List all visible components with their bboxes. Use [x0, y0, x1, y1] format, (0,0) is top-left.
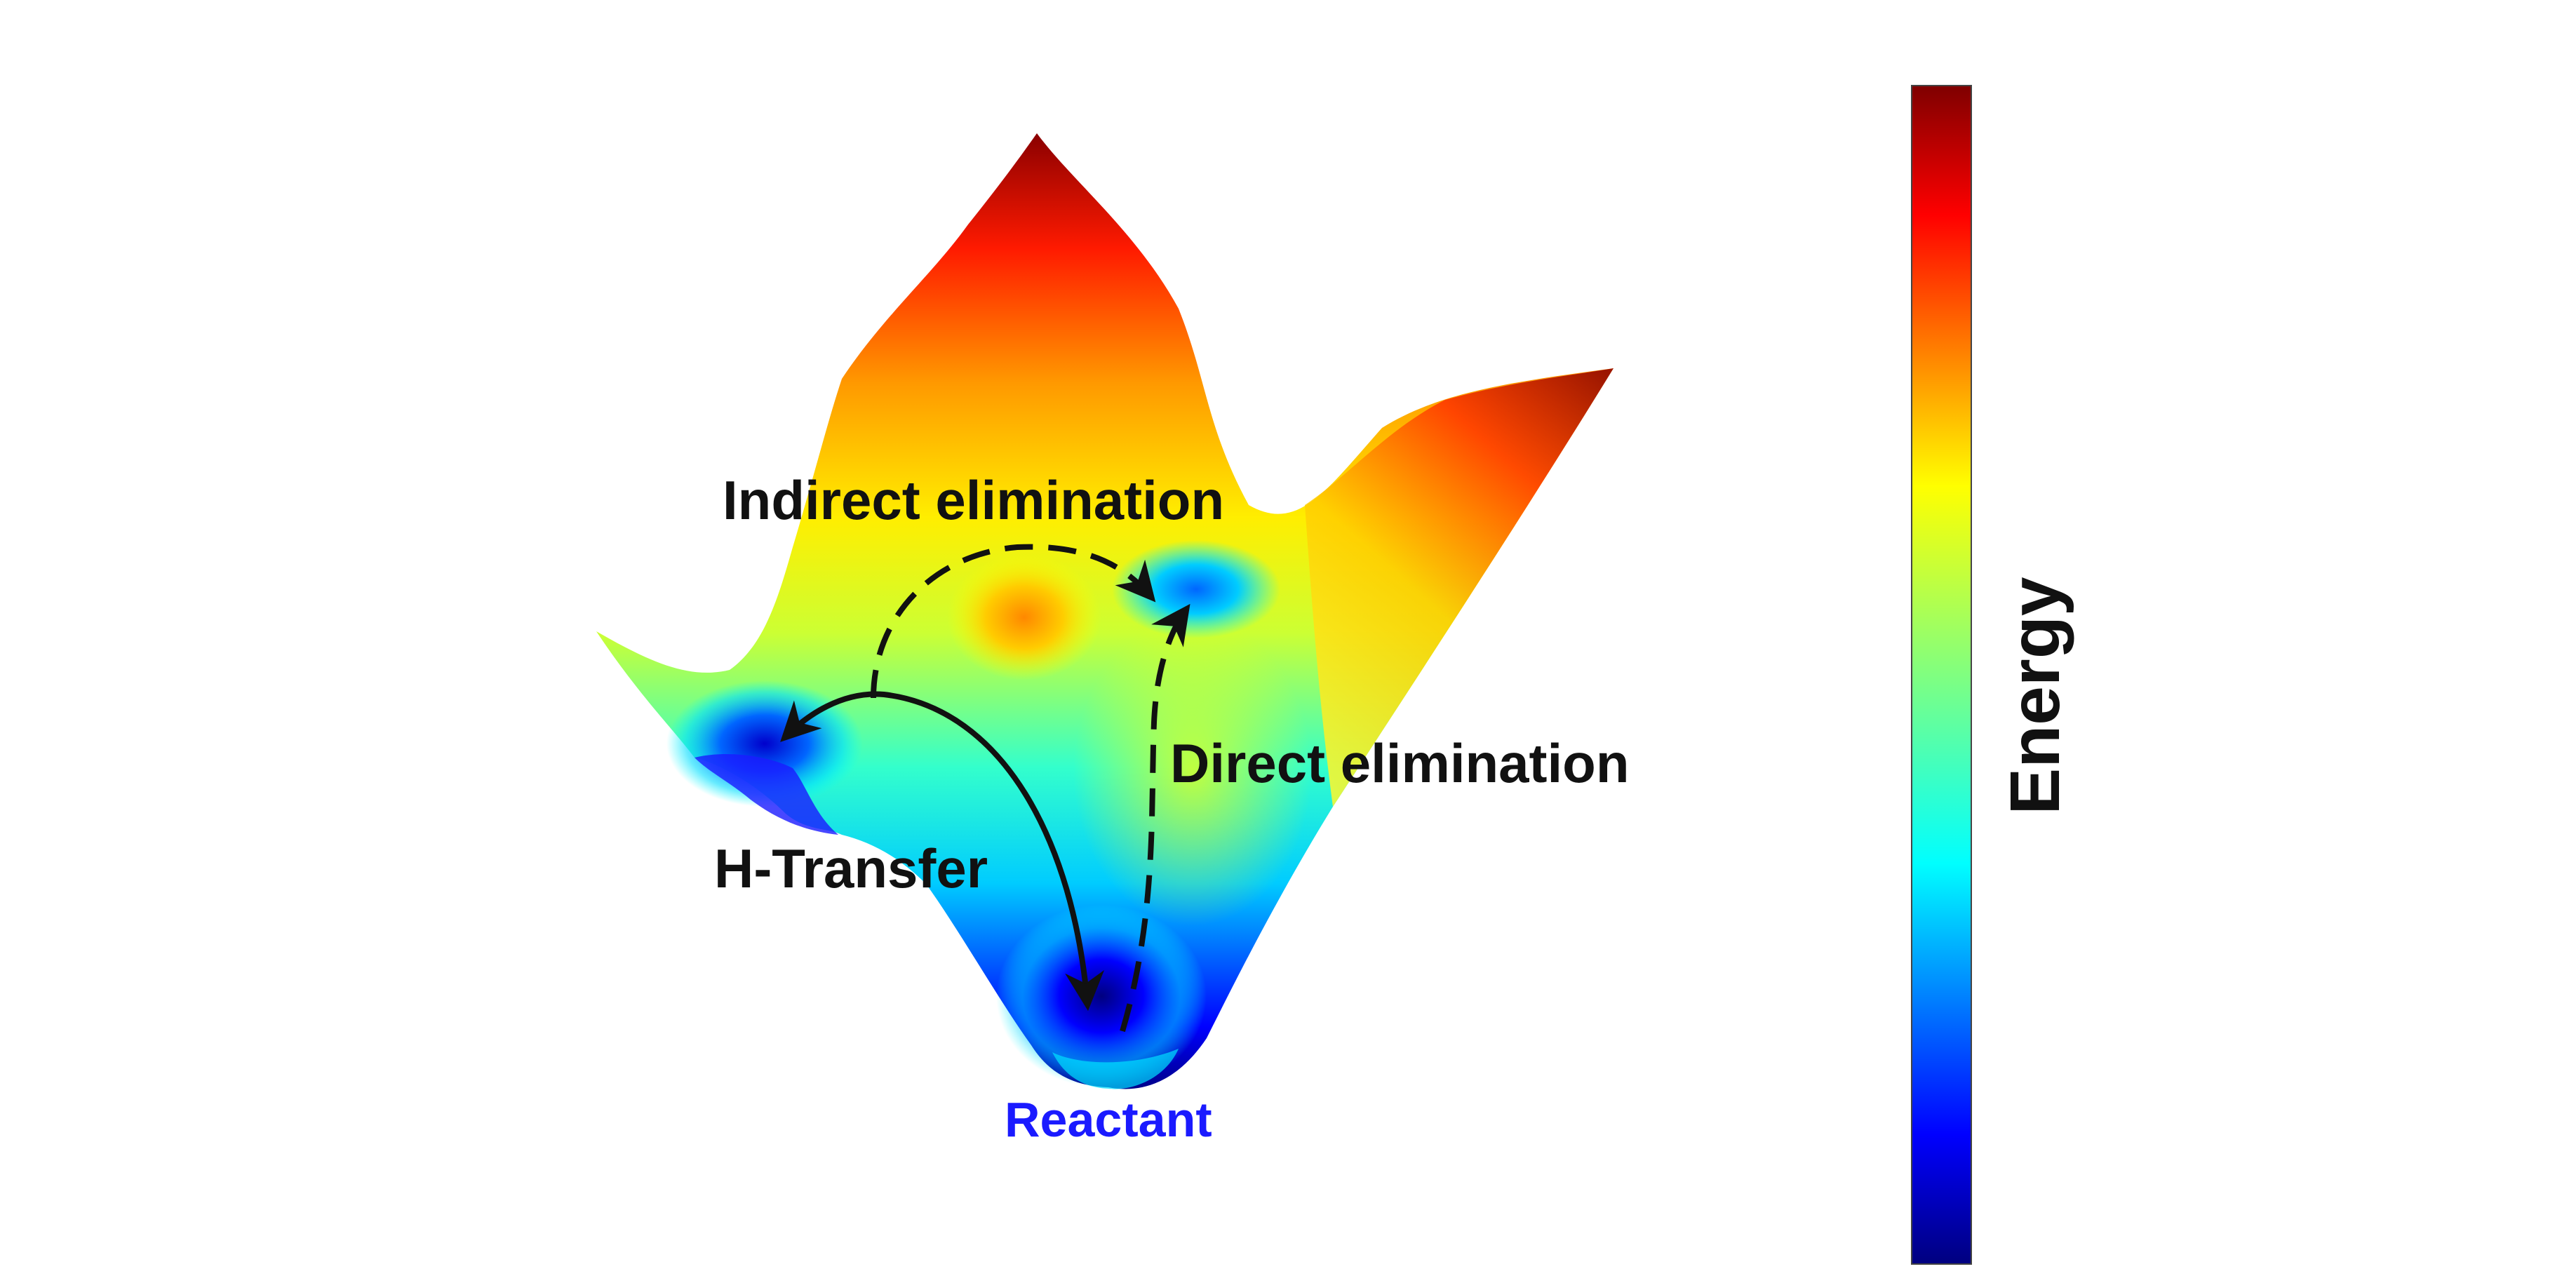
- surface-body: [596, 133, 1614, 1089]
- reactant-well-lip: [1052, 1049, 1179, 1089]
- direct-elimination-label: Direct elimination: [1170, 732, 1629, 794]
- direct-elimination-arrow: [1120, 603, 1190, 1033]
- colorbar-gradient: [1911, 85, 1972, 1265]
- indirect-elimination-label: Indirect elimination: [723, 469, 1224, 531]
- reactant-label: Reactant: [1005, 1092, 1212, 1147]
- h-transfer-arrow: [780, 691, 1104, 1012]
- energy-surface: [596, 133, 1614, 1089]
- pathway-arrows: [780, 544, 1190, 1033]
- colorbar-label: Energy: [1996, 577, 2074, 814]
- product-well: [1112, 540, 1280, 638]
- h-transfer-label: H-Transfer: [714, 838, 988, 899]
- reactant-well: [996, 905, 1207, 1087]
- indirect-elimination-arrow: [871, 544, 1156, 699]
- central-barrier: [947, 554, 1101, 680]
- surface-right-ridge: [1305, 368, 1614, 807]
- yellow-basin: [1073, 617, 1312, 926]
- colorbar: Energy: [1911, 85, 2074, 1265]
